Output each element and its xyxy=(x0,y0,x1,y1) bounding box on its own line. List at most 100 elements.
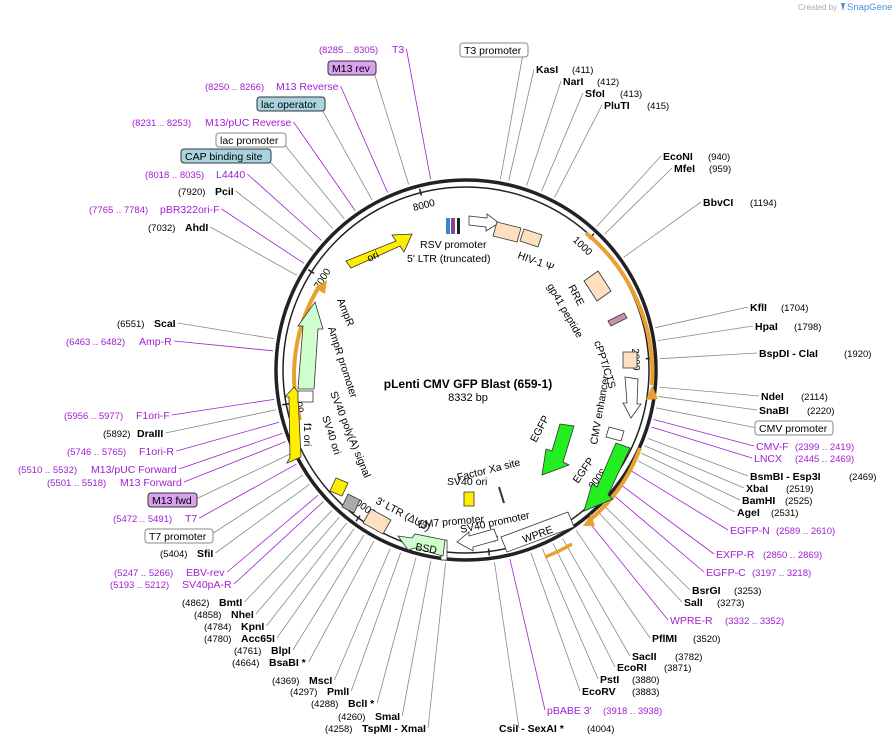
lbl-pflmi[interactable]: PflMI xyxy=(652,633,677,645)
leader-line xyxy=(526,80,562,186)
lbl-econi[interactable]: EcoNI xyxy=(663,151,693,163)
lbl-blpi-pos: (4761) xyxy=(234,646,261,657)
lbl-pmli[interactable]: PmlI xyxy=(327,686,349,698)
backbone-inner xyxy=(282,186,650,554)
leader-line xyxy=(340,85,389,193)
orf-arc-egfp xyxy=(588,447,642,522)
lbl-m13reverse[interactable]: M13 Reverse xyxy=(276,81,339,93)
feat-amprprom: AmpR promoter xyxy=(325,325,359,400)
lbl-bcli-pos: (4288) xyxy=(311,699,338,710)
lbl-tspmi[interactable]: TspMI - XmaI xyxy=(362,723,426,735)
egfp-inner-arrow xyxy=(541,423,575,476)
lbl-draiii[interactable]: DraIII xyxy=(137,428,163,440)
lbl-bamhi[interactable]: BamHI xyxy=(742,495,775,507)
lbl-kasi[interactable]: KasI xyxy=(536,64,558,76)
lbl-t7-promoter[interactable]: T7 promoter xyxy=(149,531,207,543)
lbl-cap[interactable]: CAP binding site xyxy=(185,151,263,163)
lbl-cmvf[interactable]: CMV-F xyxy=(756,441,789,453)
leader-line xyxy=(597,511,683,603)
lbl-m13fwd-box[interactable]: M13 fwd xyxy=(152,495,192,507)
lbl-kfli[interactable]: KflI xyxy=(750,302,767,314)
lbl-agei[interactable]: AgeI xyxy=(737,507,760,519)
lbl-xbai[interactable]: XbaI xyxy=(746,483,768,495)
lbl-csii-pos: (4004) xyxy=(587,724,614,735)
lbl-sali[interactable]: SalI xyxy=(684,597,703,609)
lbl-pbr322[interactable]: pBR322ori-F xyxy=(160,204,220,216)
lbl-wprer[interactable]: WPRE-R xyxy=(670,615,713,627)
lbl-bspdi[interactable]: BspDI - ClaI xyxy=(759,348,818,360)
lbl-acc65i[interactable]: Acc65I xyxy=(241,633,275,645)
lbl-nari[interactable]: NarI xyxy=(563,76,584,88)
lbl-lac-operator[interactable]: lac operator xyxy=(261,99,317,111)
leader-line xyxy=(177,322,275,340)
feat-em7: EM7 promoter xyxy=(417,513,485,531)
lbl-bmti[interactable]: BmtI xyxy=(219,597,242,609)
leader-line xyxy=(552,543,616,668)
box-lac-promoter xyxy=(215,132,287,148)
lbl-f1orif[interactable]: F1ori-F xyxy=(136,410,170,422)
lbl-bsmbi[interactable]: BsmBI - Esp3I xyxy=(750,471,821,483)
lbl-egfpn[interactable]: EGFP-N xyxy=(730,525,770,537)
lbl-pcii[interactable]: PciI xyxy=(215,186,234,198)
lbl-bbvci[interactable]: BbvCI xyxy=(703,197,733,209)
leader-line xyxy=(623,201,702,258)
lbl-ebvrev[interactable]: EBV-rev xyxy=(186,567,225,579)
lbl-pbabe[interactable]: pBABE 3' xyxy=(547,705,592,717)
ampr-promoter-arrow xyxy=(297,390,314,403)
orf-arc-gp41 xyxy=(584,231,655,386)
lbl-lac-promoter[interactable]: lac promoter xyxy=(220,135,279,147)
lbl-egfpc[interactable]: EGFP-C xyxy=(706,567,746,579)
lbl-m13rev[interactable]: M13 rev xyxy=(332,63,371,75)
leader-line xyxy=(215,484,310,554)
lbl-pcii-pos: (7920) xyxy=(178,187,205,198)
lbl-sv40par[interactable]: SV40pA-R xyxy=(182,579,232,591)
lbl-m13fwd[interactable]: M13 Forward xyxy=(120,477,182,489)
lbl-ecorv[interactable]: EcoRV xyxy=(582,686,616,698)
lbl-ecori[interactable]: EcoRI xyxy=(617,662,647,674)
lbl-hpai[interactable]: HpaI xyxy=(755,321,778,333)
feat-f1ori: f1 ori xyxy=(301,423,313,446)
lbl-agei-pos: (2531) xyxy=(771,508,798,519)
lbl-t3[interactable]: T3 xyxy=(392,44,404,56)
lbl-kpni[interactable]: KpnI xyxy=(241,621,264,633)
lbl-exfpr[interactable]: EXFP-R xyxy=(716,549,755,561)
lbl-lncx[interactable]: LNCX xyxy=(754,453,782,465)
lbl-ahdi[interactable]: AhdI xyxy=(185,222,208,234)
lbl-xbai-pos: (2519) xyxy=(786,484,813,495)
lbl-l4440[interactable]: L4440 xyxy=(216,169,245,181)
leader-line xyxy=(266,522,348,627)
lbl-f1orir[interactable]: F1ori-R xyxy=(139,446,174,458)
lbl-ampr[interactable]: Amp-R xyxy=(139,336,172,348)
leader-line xyxy=(235,190,314,252)
tick-label-8000: 8000 xyxy=(412,198,437,214)
lbl-sacii[interactable]: SacII xyxy=(632,651,657,663)
lbl-m13puc[interactable]: M13/pUC Reverse xyxy=(205,117,292,129)
lbl-msci[interactable]: MscI xyxy=(309,675,332,687)
lbl-t7[interactable]: T7 xyxy=(185,513,197,525)
leader-line xyxy=(613,495,705,573)
lbl-scai[interactable]: ScaI xyxy=(154,318,176,330)
lbl-psti[interactable]: PstI xyxy=(600,674,619,686)
lbl-sfii[interactable]: SfiI xyxy=(197,548,213,560)
lbl-bcli[interactable]: BclI * xyxy=(348,698,375,710)
outer-labels: (8285 .. 8305) T3 T3 promoter M13 rev (8… xyxy=(18,42,876,735)
lbl-m13pucf[interactable]: M13/pUC Forward xyxy=(91,464,177,476)
lbl-ndei[interactable]: NdeI xyxy=(761,391,784,403)
tick-mark-5000 xyxy=(355,515,361,522)
leader-line xyxy=(171,398,275,416)
lbl-bsabi[interactable]: BsaBI * xyxy=(269,657,307,669)
lbl-cmv-promoter[interactable]: CMV promoter xyxy=(759,423,828,435)
sv40ori2-box xyxy=(463,491,475,507)
lbl-bsrgi[interactable]: BsrGI xyxy=(692,585,721,597)
lbl-sfoi[interactable]: SfoI xyxy=(585,88,605,100)
lbl-nhei[interactable]: NheI xyxy=(231,609,254,621)
lbl-pluti[interactable]: PluTI xyxy=(604,100,630,112)
leader-line xyxy=(176,421,280,452)
lbl-csii[interactable]: CsiI - SexAI * xyxy=(499,723,565,735)
lbl-snabi[interactable]: SnaBI xyxy=(759,405,789,417)
lbl-t3-promoter[interactable]: T3 promoter xyxy=(464,45,522,57)
leader-line xyxy=(308,540,375,663)
lbl-mfei[interactable]: MfeI xyxy=(674,163,695,175)
lbl-smai[interactable]: SmaI xyxy=(375,711,400,723)
lbl-blpi[interactable]: BlpI xyxy=(271,645,291,657)
